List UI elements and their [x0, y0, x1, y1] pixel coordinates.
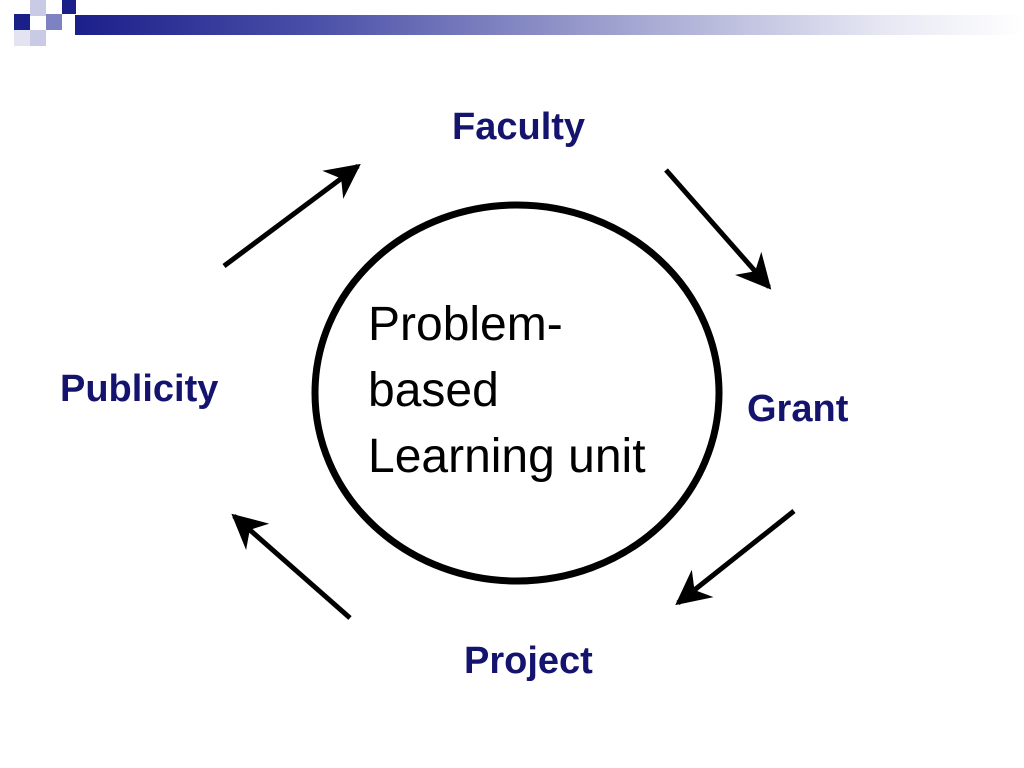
center-circle — [311, 201, 723, 585]
header-square-decoration — [30, 0, 46, 16]
arrow-faculty-to-grant — [664, 168, 772, 290]
header-square-decoration — [14, 30, 30, 46]
center-text-line: based — [368, 364, 499, 417]
center-text-line: Problem- — [368, 298, 563, 351]
arrow-publicity-to-faculty — [222, 163, 361, 269]
header-gradient-band — [75, 15, 1024, 35]
center-text-line: Learning unit — [368, 430, 646, 483]
header-square-decoration — [30, 30, 46, 46]
header-square-decoration — [62, 0, 76, 14]
arrow-grant-to-project — [675, 509, 796, 606]
arrow-project-to-publicity — [231, 513, 352, 620]
center-text: Problem- based Learning unit — [368, 292, 708, 490]
node-label-faculty: Faculty — [452, 106, 586, 148]
node-label-grant: Grant — [747, 388, 849, 430]
node-label-project: Project — [464, 640, 593, 682]
header-square-decoration — [14, 14, 30, 30]
node-label-publicity: Publicity — [60, 368, 219, 410]
header-square-decoration — [46, 14, 62, 30]
